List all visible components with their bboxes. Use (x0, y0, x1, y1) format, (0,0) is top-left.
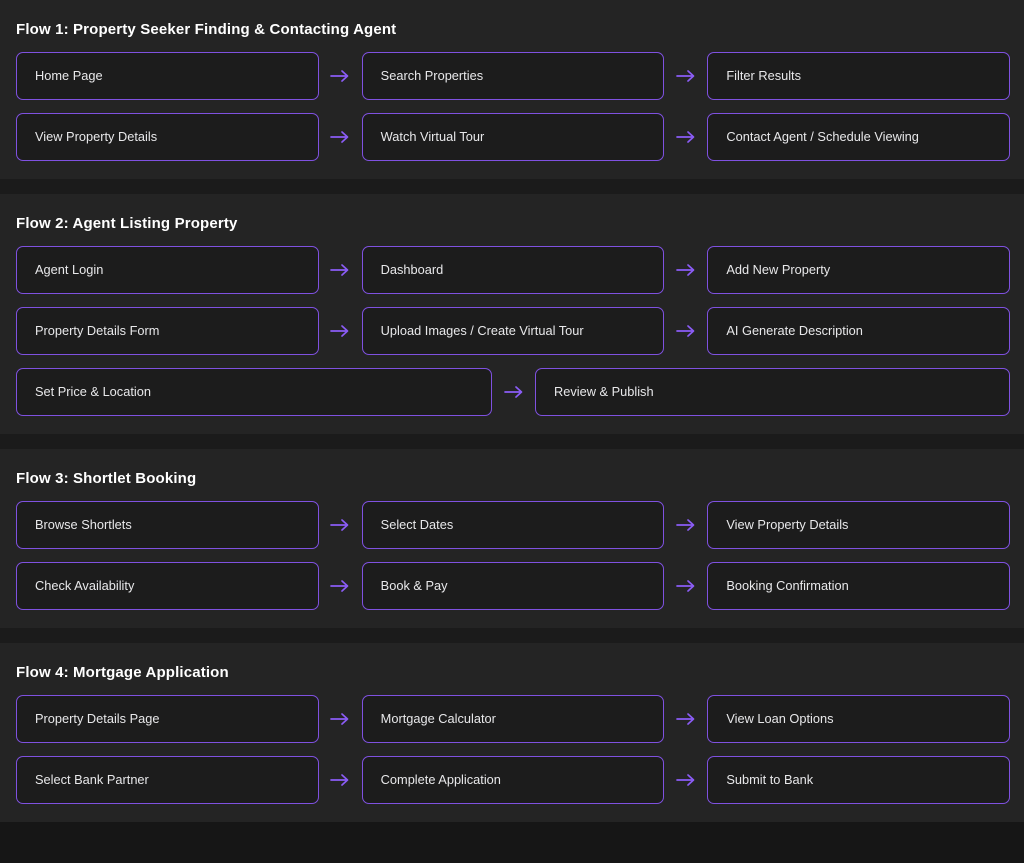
arrow-right-icon (319, 52, 362, 100)
flow-row: Agent Login Dashboard Add New Property (16, 246, 1011, 294)
arrow-right-icon (664, 695, 707, 743)
flow-node[interactable]: AI Generate Description (707, 307, 1011, 355)
arrow-right-icon (319, 307, 362, 355)
flow-node[interactable]: Mortgage Calculator (361, 695, 665, 743)
flow-row: Property Details Page Mortgage Calculator… (16, 695, 1011, 743)
flow-node[interactable]: Set Price & Location (16, 368, 492, 416)
arrow-right-icon (319, 501, 362, 549)
flow-row: Check Availability Book & Pay Booking Conf… (16, 562, 1011, 610)
flow-node[interactable]: Agent Login (16, 246, 319, 294)
flow-node[interactable]: Filter Results (707, 52, 1011, 100)
flow-node[interactable]: View Property Details (16, 113, 319, 161)
arrow-right-icon (664, 113, 707, 161)
arrow-right-icon (319, 756, 362, 804)
flow-title-2: Flow 2: Agent Listing Property (16, 215, 238, 232)
flow-rows-3: Browse Shortlets Select Dates View Propert… (0, 501, 1024, 610)
flow-node[interactable]: Book & Pay (361, 562, 665, 610)
section-divider (0, 628, 1024, 643)
flow-row: Browse Shortlets Select Dates View Propert… (16, 501, 1011, 549)
arrow-right-icon (319, 113, 362, 161)
flow-node[interactable]: Property Details Form (16, 307, 319, 355)
flow-node[interactable]: Select Bank Partner (16, 756, 319, 804)
flow-row: View Property Details Watch Virtual Tour C… (16, 113, 1011, 161)
arrow-right-icon (319, 562, 362, 610)
section-divider (0, 434, 1024, 449)
flow-section-1: Flow 1: Property Seeker Finding & Contac… (0, 0, 1024, 179)
arrow-right-icon (664, 246, 707, 294)
flow-row: Home Page Search Properties Filter Results (16, 52, 1011, 100)
flow-node[interactable]: Review & Publish (535, 368, 1010, 416)
flow-node[interactable]: Dashboard (361, 246, 665, 294)
flow-node[interactable]: Search Properties (361, 52, 665, 100)
arrow-right-icon (664, 307, 707, 355)
flow-node[interactable]: Add New Property (707, 246, 1011, 294)
flow-row: Select Bank Partner Complete Application S… (16, 756, 1011, 804)
flow-node[interactable]: View Loan Options (707, 695, 1011, 743)
flow-node[interactable]: Watch Virtual Tour (361, 113, 665, 161)
flow-row: Set Price & Location Review & Publish (16, 368, 1010, 416)
arrow-right-icon (664, 501, 707, 549)
flow-rows-1: Home Page Search Properties Filter Results… (0, 52, 1024, 161)
arrow-right-icon (664, 52, 707, 100)
arrow-right-icon (664, 756, 707, 804)
flow-node[interactable]: Check Availability (16, 562, 319, 610)
flow-title-4: Flow 4: Mortgage Application (16, 664, 229, 681)
flow-node[interactable]: Browse Shortlets (16, 501, 319, 549)
flow-node[interactable]: Booking Confirmation (707, 562, 1011, 610)
flow-title-3: Flow 3: Shortlet Booking (16, 470, 197, 487)
flow-node[interactable]: Property Details Page (16, 695, 319, 743)
flow-node[interactable]: Select Dates (361, 501, 665, 549)
arrow-right-icon (492, 368, 535, 416)
flow-title-1: Flow 1: Property Seeker Finding & Contac… (16, 21, 397, 38)
flow-node[interactable]: Complete Application (361, 756, 665, 804)
flow-node[interactable]: View Property Details (707, 501, 1011, 549)
arrow-right-icon (664, 562, 707, 610)
flow-row: Property Details Form Upload Images / Cre… (16, 307, 1011, 355)
flow-rows-4: Property Details Page Mortgage Calculator… (0, 695, 1024, 804)
flow-node[interactable]: Submit to Bank (707, 756, 1011, 804)
flow-node[interactable]: Contact Agent / Schedule Viewing (707, 113, 1011, 161)
arrow-right-icon (319, 246, 362, 294)
arrow-right-icon (319, 695, 362, 743)
section-divider (0, 179, 1024, 194)
flow-node[interactable]: Home Page (16, 52, 319, 100)
flow-node[interactable]: Upload Images / Create Virtual Tour (361, 307, 665, 355)
